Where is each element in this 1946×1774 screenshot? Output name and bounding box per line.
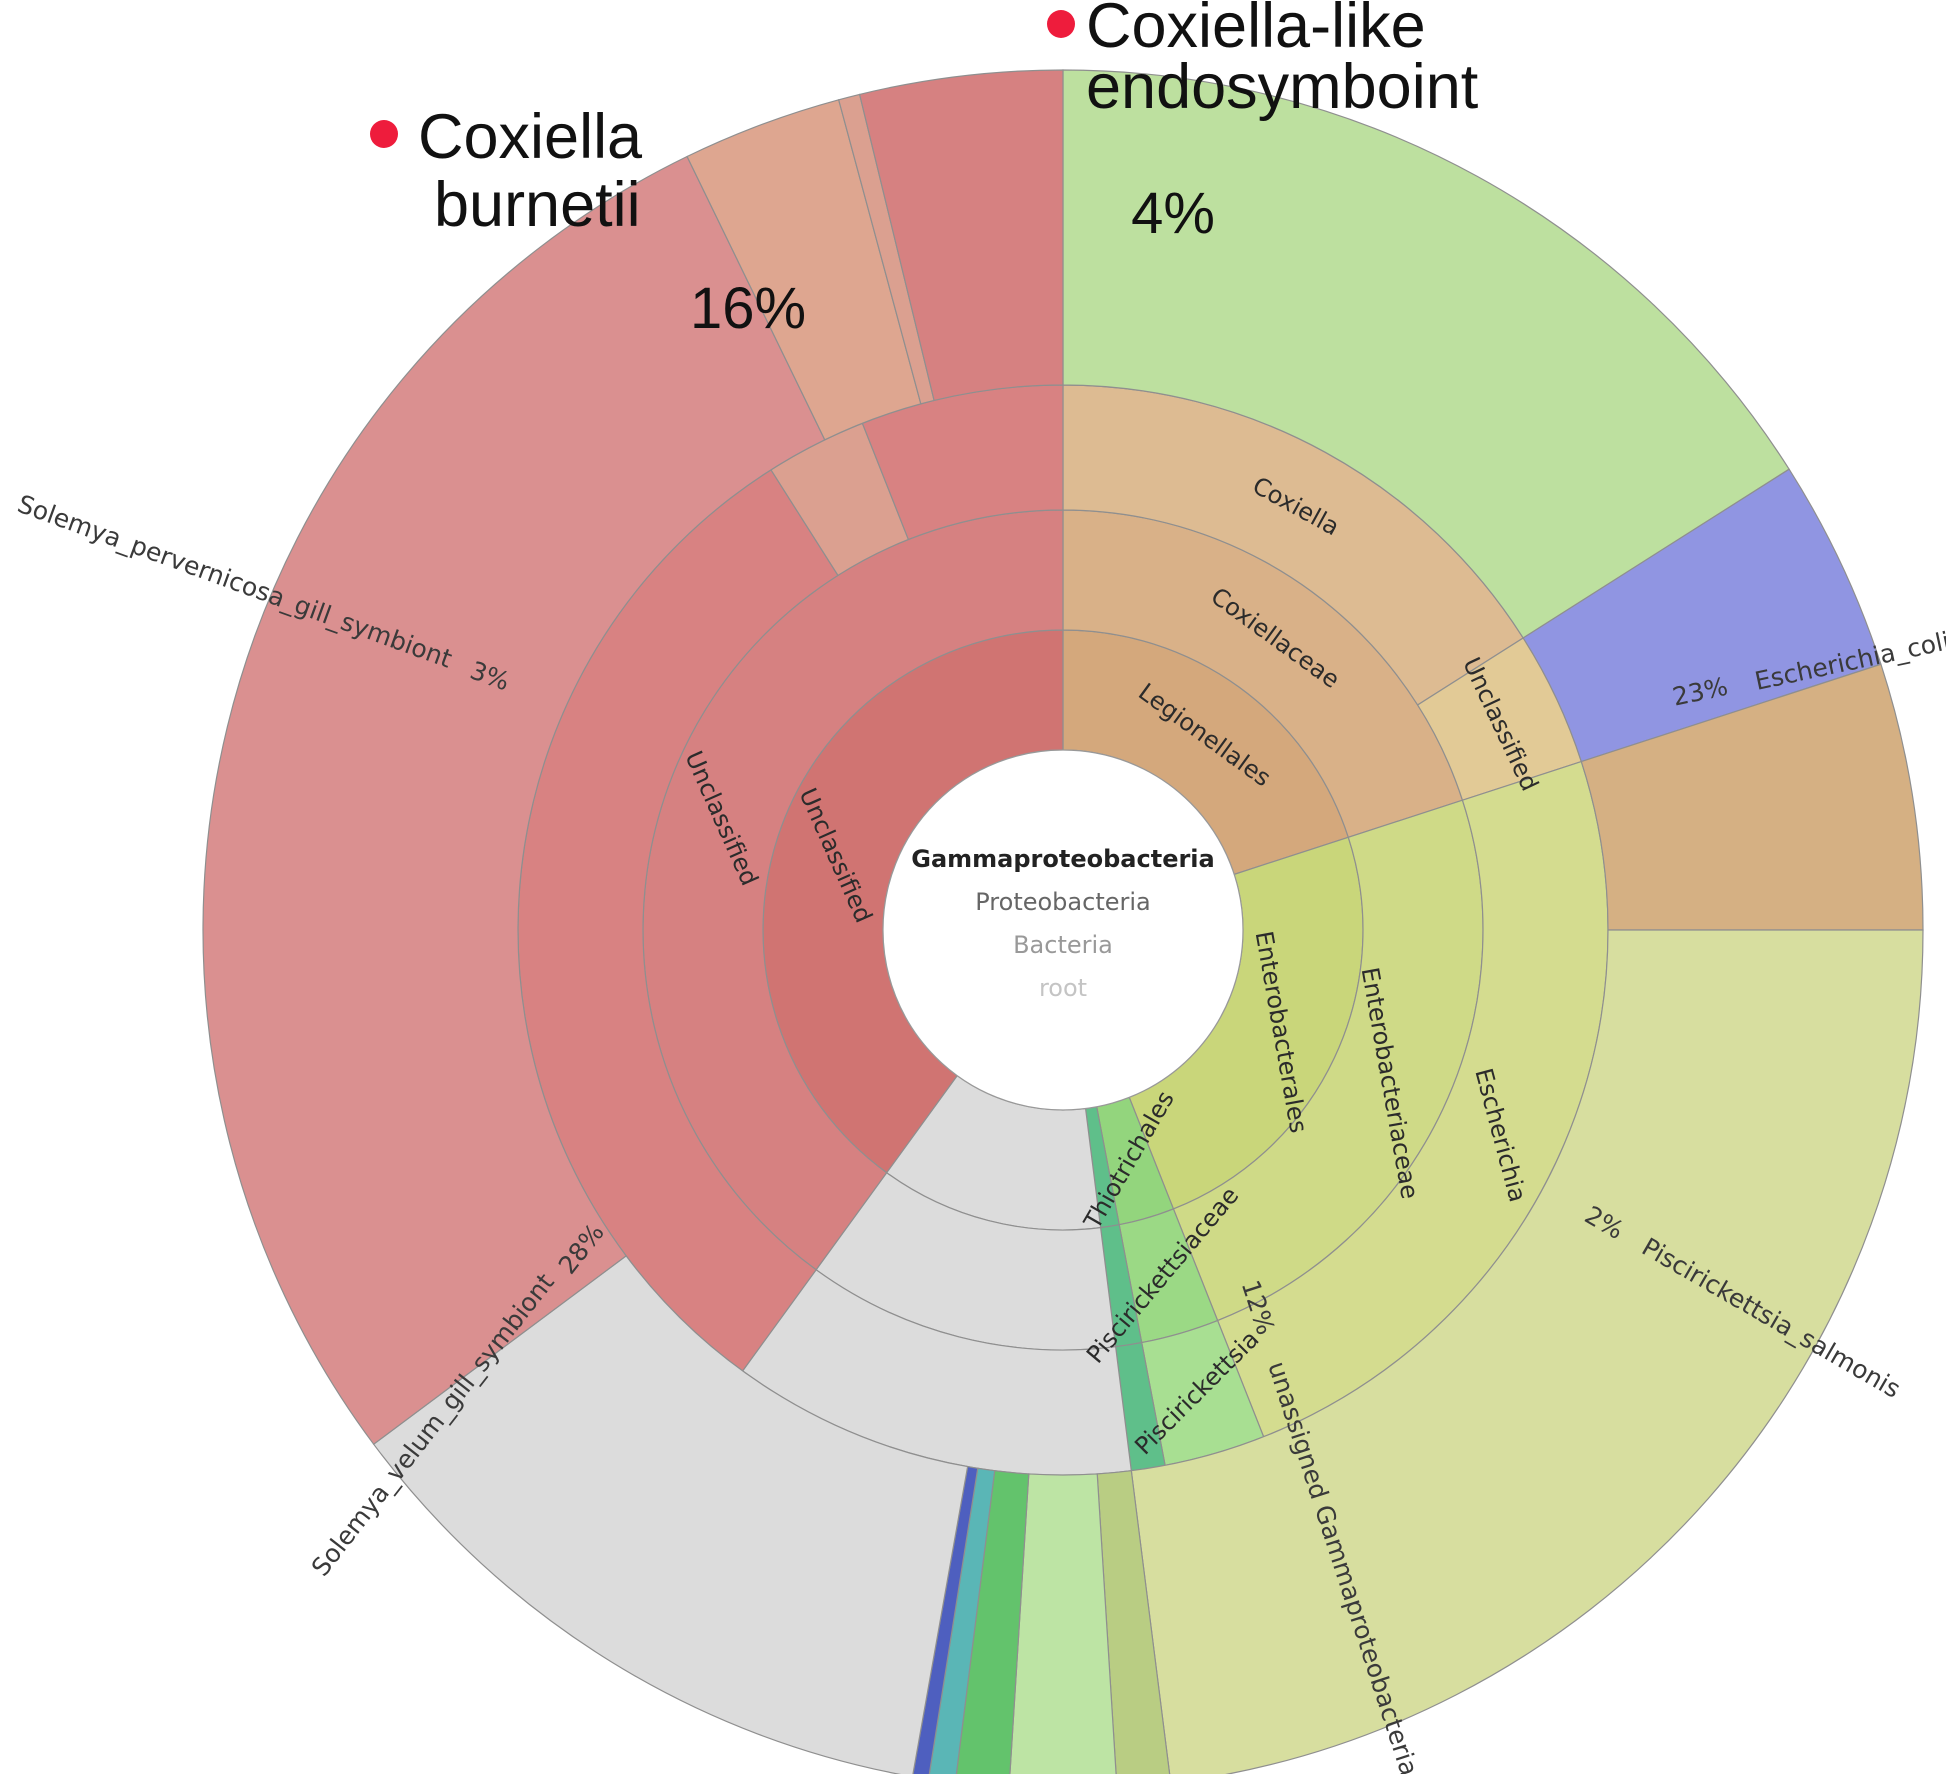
callout-coxiella-like: Coxiella-like endosymboint — [1047, 0, 1479, 122]
species-segment-unassigned-gammaproteobacteria-9[interactable] — [372, 1255, 969, 1774]
center-label-class: Gammaproteobacteria — [911, 845, 1214, 873]
center-label-root: root — [1039, 974, 1087, 1002]
callout-coxiella-burnetii: Coxiella burnetii — [370, 102, 643, 240]
callout-label-line-1: Coxiella-like — [1086, 0, 1426, 61]
pct-label-coxiella-like: 4% — [1131, 181, 1215, 246]
callout-dot — [1047, 10, 1075, 38]
center-label-phylum: Proteobacteria — [975, 888, 1151, 916]
species-segment-unlabeled-13[interactable] — [858, 69, 1064, 402]
species-segment-solemya-velum-gill-symbiont-10[interactable] — [202, 155, 826, 1446]
callout-label-line-1: Coxiella — [418, 102, 643, 172]
pct-label-coxiella-burnetii: 16% — [690, 276, 806, 341]
species-segment-escherichia-coli-3[interactable] — [1130, 929, 1924, 1774]
center-label-kingdom: Bacteria — [1013, 931, 1113, 959]
center-hole — [882, 749, 1244, 1111]
species-segment-coxiella-burnetii-0[interactable] — [1062, 69, 1790, 639]
callout-label-line-2: endosymboint — [1086, 52, 1479, 122]
sunburst-segments — [202, 69, 1924, 1774]
callout-label-line-2: burnetii — [434, 170, 641, 240]
center-lineage: Gammaproteobacteria Proteobacteria Bacte… — [911, 845, 1214, 1002]
callout-dot — [370, 120, 398, 148]
